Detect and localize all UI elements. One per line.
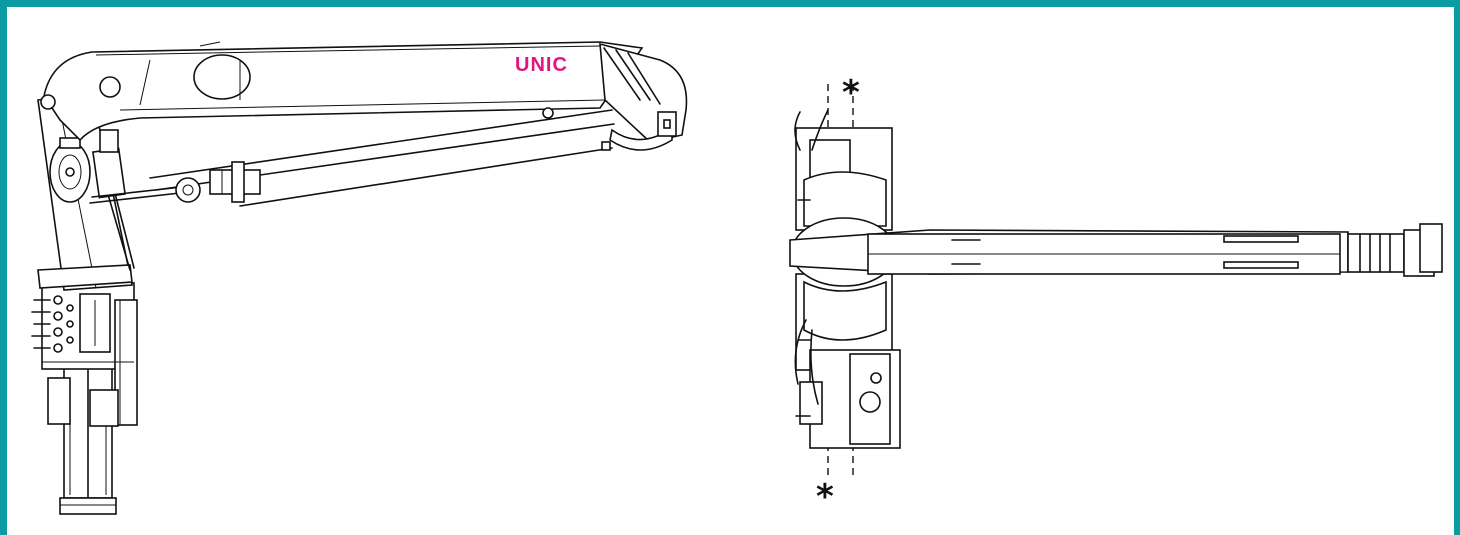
boom-tip-top: [1347, 223, 1443, 277]
control-valve-block: [31, 282, 138, 427]
hydraulic-hoses: [794, 109, 829, 417]
boom-top: [789, 229, 1349, 275]
centerline-marker-top: *: [842, 73, 860, 113]
slewing-gear: [49, 137, 91, 203]
base-frame-top: [795, 127, 901, 449]
crane-side-view: UNIC: [31, 41, 688, 515]
hook-block: [175, 161, 261, 203]
crane-top-view: * *: [789, 73, 1443, 517]
hoist-cylinder: [89, 129, 183, 204]
boom-head: [599, 42, 688, 151]
main-boom: [40, 41, 644, 142]
centerline-marker-bottom: *: [816, 477, 834, 517]
unic-logo: UNIC: [515, 54, 568, 76]
